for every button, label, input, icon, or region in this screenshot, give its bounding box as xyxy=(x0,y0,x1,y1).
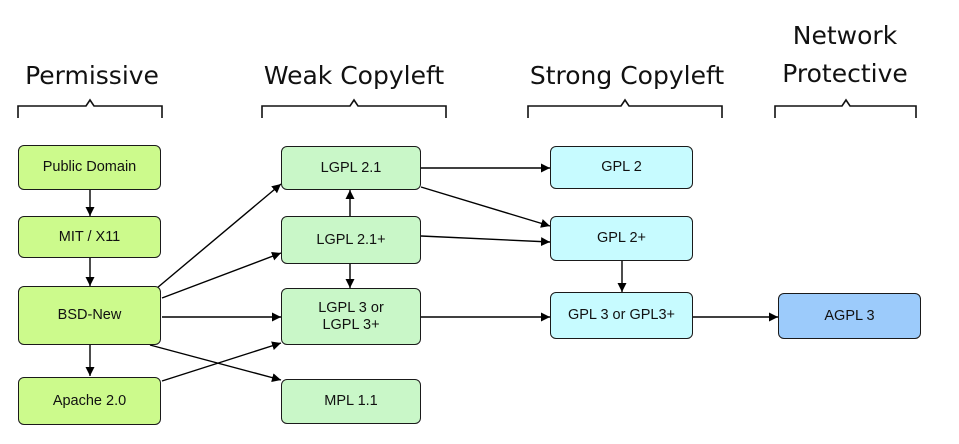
node-mit-x11-label: MIT / X11 xyxy=(58,228,121,245)
node-public-domain-label: Public Domain xyxy=(42,159,137,175)
node-bsd-new: BSD-New xyxy=(18,286,161,345)
edge-lgpl21-to-gpl2p xyxy=(420,186,551,228)
node-lgpl-3-label-line1: LGPL 3 or xyxy=(318,299,384,316)
node-gpl-2-plus-label: GPL 2+ xyxy=(596,230,647,246)
edge-apache-to-lgpl3 xyxy=(161,341,282,382)
node-gpl-2-plus: GPL 2+ xyxy=(550,216,693,261)
node-bsd-new-label: BSD-New xyxy=(57,307,122,323)
node-apache-2: Apache 2.0 xyxy=(18,377,161,425)
node-agpl-3: AGPL 3 xyxy=(778,293,921,339)
column-braces xyxy=(17,98,917,118)
brace-weak-copyleft xyxy=(261,98,447,118)
edge-lgpl21p-to-gpl2p xyxy=(420,235,551,247)
header-weak-copyleft: Weak Copyleft xyxy=(263,61,445,90)
header-network-line1: Network xyxy=(792,21,898,50)
node-lgpl-2-1-plus-label: LGPL 2.1+ xyxy=(316,231,386,248)
edge-bsd-to-lgpl21p xyxy=(161,251,282,299)
node-lgpl-2-1: LGPL 2.1 xyxy=(281,146,421,190)
edge-bsd-to-mpl xyxy=(149,344,282,383)
header-strong-copyleft: Strong Copyleft xyxy=(529,61,725,90)
node-gpl-3-label: GPL 3 or GPL3+ xyxy=(567,307,676,323)
node-lgpl-2-1-label: LGPL 2.1 xyxy=(320,159,382,176)
node-gpl-2-label: GPL 2 xyxy=(601,159,642,175)
node-lgpl-2-1-plus: LGPL 2.1+ xyxy=(281,216,421,264)
node-lgpl-3: LGPL 3 or LGPL 3+ xyxy=(281,288,421,345)
header-permissive: Permissive xyxy=(25,61,159,90)
node-gpl-2: GPL 2 xyxy=(550,146,693,189)
brace-network-protective xyxy=(774,98,917,118)
node-lgpl-3-label-line2: LGPL 3+ xyxy=(322,316,380,333)
node-public-domain: Public Domain xyxy=(18,145,161,190)
edge-bsd-to-lgpl21 xyxy=(156,183,282,289)
node-apache-2-label: Apache 2.0 xyxy=(52,392,127,409)
header-network-line2: Protective xyxy=(782,59,908,88)
brace-permissive xyxy=(17,98,163,118)
node-gpl-3: GPL 3 or GPL3+ xyxy=(550,292,693,339)
node-mpl-1-1-label: MPL 1.1 xyxy=(324,393,378,409)
node-agpl-3-label: AGPL 3 xyxy=(824,307,875,324)
node-mpl-1-1: MPL 1.1 xyxy=(281,379,421,424)
brace-strong-copyleft xyxy=(527,98,723,118)
node-mit-x11: MIT / X11 xyxy=(18,216,161,258)
